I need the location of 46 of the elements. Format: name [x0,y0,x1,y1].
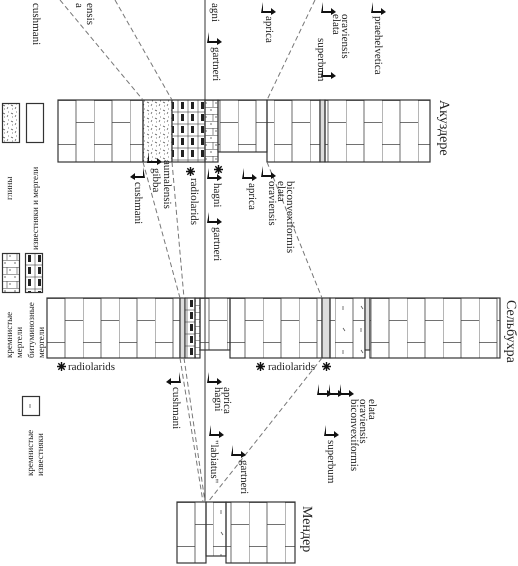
taxon-label: superbum [325,440,336,484]
legend-label: кремнистые мергели [4,310,24,358]
taxon-label: oraviensis [266,181,277,226]
legend-label: известняки и мергели [30,166,40,250]
taxon-label: cushmani [170,387,181,430]
correlation-line [60,0,144,100]
taxon-label: agni [209,3,220,22]
taxon-label: biconvexiformis [348,399,359,472]
legend-label: битуминозные мергели [26,301,46,358]
correlation-line [114,0,172,100]
taxon-label: ensis [84,3,95,25]
taxon-label: hagni [211,183,222,208]
taxon-label: cushmani [132,182,143,224]
taxon-label: praehelvetica [372,16,383,75]
legend-label: глины [4,176,14,200]
taxon-label: elata [330,14,341,35]
taxon-label: gartneri [211,227,222,262]
taxon-label: elata [275,181,286,202]
column-title: Сельбухра [503,300,517,363]
taxon-label: aumalensis [161,160,172,209]
taxon-label: radiolarids [68,362,116,373]
taxon-label: gibba [150,168,161,192]
correlation-line [266,0,316,100]
correlation-line [184,358,206,502]
taxon-label: elata [366,399,377,420]
correlation-line [172,162,184,298]
correlation-line [208,358,322,502]
taxon-label: biconvexiformis [284,181,295,254]
taxon-label: aprica [246,183,257,210]
legend-label: кремнистые известняки [25,428,45,476]
correlation-line [180,358,204,502]
taxon-label: radiolarids [268,362,316,373]
taxon-label: aprica [221,387,232,414]
taxon-label: "labiatus" [208,440,219,484]
correlation-line [142,162,180,298]
taxon-label: hagni [212,387,223,412]
taxon-label: gartneri [210,47,221,82]
taxon-label: superbum [315,38,326,82]
taxon-label: radiolarids [188,178,199,226]
taxon-label: a [73,3,84,8]
taxon-label: aprica [263,16,274,43]
taxon-label: gartneri [238,460,249,494]
column-title: Акуздере [436,100,450,156]
taxon-label: oraviensis [339,14,350,59]
taxon-label: cushmani [30,3,41,46]
column-title: Мендер [299,506,313,552]
